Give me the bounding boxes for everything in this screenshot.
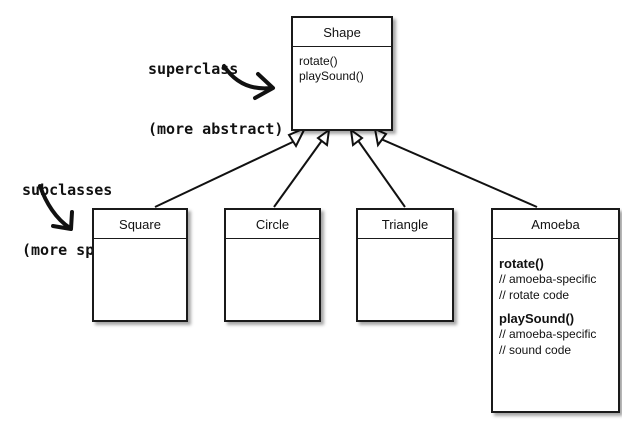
triangle-class-name: Triangle (358, 210, 452, 239)
superclass-pointer-arrow (222, 64, 273, 91)
amoeba-rotate-comment-1: // amoeba-specific (499, 272, 597, 286)
amoeba-method-rotate: rotate() (499, 256, 544, 271)
superclass-annotation-line2: (more abstract) (148, 120, 284, 138)
superclass-annotation-line1: superclass (148, 60, 239, 78)
amoeba-playsound-comment-1: // amoeba-specific (499, 327, 597, 341)
inheritance-line-circle (273, 138, 324, 208)
subclasses-pointer-arrowhead (51, 210, 74, 231)
subclasses-pointer-arrow (38, 184, 72, 230)
inheritance-arrowhead-amoeba (373, 127, 388, 148)
amoeba-method-list: rotate() // amoeba-specific // rotate co… (499, 256, 614, 358)
superclass-pointer-arrowhead (253, 72, 275, 100)
inheritance-arrowhead-square (287, 125, 308, 149)
amoeba-playsound-comment-2: // sound code (499, 342, 572, 357)
square-class-name: Square (94, 210, 186, 239)
superclass-annotation: superclass (more abstract) (148, 19, 283, 179)
amoeba-class-name: Amoeba (493, 210, 618, 239)
shape-method-playsound: playSound() (299, 69, 364, 83)
shape-class-name: Shape (293, 18, 391, 47)
shape-method-rotate: rotate() (299, 54, 338, 68)
circle-class-name: Circle (226, 210, 319, 239)
shape-method-list: rotate() playSound() (299, 54, 387, 84)
inheritance-line-triangle (356, 138, 406, 208)
triangle-class-box: Triangle (356, 208, 454, 322)
amoeba-rotate-comment-2: // rotate code (499, 287, 570, 302)
inheritance-arrowhead-triangle (349, 127, 364, 147)
subclasses-annotation-line1: subclasses (22, 181, 113, 199)
amoeba-method-playsound: playSound() (499, 311, 575, 326)
inheritance-line-amoeba (380, 138, 538, 208)
amoeba-class-box: Amoeba rotate() // amoeba-specific // ro… (491, 208, 620, 413)
circle-class-box: Circle (224, 208, 321, 322)
square-class-box: Square (92, 208, 188, 322)
inheritance-arrowhead-circle (316, 127, 331, 147)
inheritance-line-square (154, 138, 300, 208)
shape-class-box: Shape rotate() playSound() (291, 16, 393, 131)
